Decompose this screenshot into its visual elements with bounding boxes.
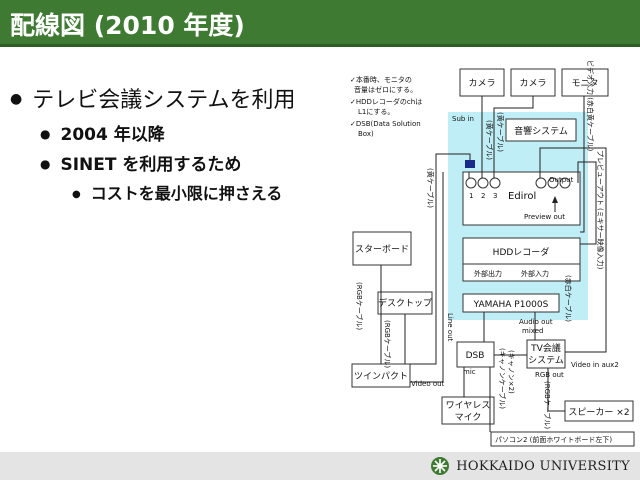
university-logo: HOKKAIDO UNIVERSITY [430,456,630,476]
ch3-label: 3 [493,192,497,200]
slide-title: 配線図 (2010 年度) [10,11,245,40]
desktop-label: デスクトップ [378,297,432,309]
note-line: 音量はゼロにする。 [354,85,417,94]
ext-out-label: 外部出力 [474,269,502,278]
audio-out-label-2: mixed [522,327,543,335]
camera2-box [510,68,556,97]
arrow-head [552,196,558,203]
hdd-recorder-label: HDDレコーダ [493,246,550,258]
rgb-out-label: RGB out [535,371,564,379]
dsb-label: DSB [466,351,485,361]
note-line: Box) [358,130,374,138]
note-line: ✓HDDレコーダのchは [350,97,422,106]
output-circle-3 [559,177,571,189]
output-label: Output [549,176,574,184]
camera2-label: カメラ [519,78,546,89]
wiring-lines [380,96,607,432]
yamaha-box [462,293,560,313]
rgb-cable-bottom-label: (RGBケーブル) [543,381,552,429]
audio-out-label-1: Audio out [519,318,553,326]
starboard-box [352,231,412,266]
pc2-box [490,431,635,447]
ch1-label: 1 [469,192,473,200]
wireless-mic-box [441,396,495,425]
rgb-cable-desk-label: (RGBケーブル) [383,320,392,368]
camera1-label: カメラ [468,78,495,89]
bullet-text: SINET を利用するため [60,155,242,175]
tv-conf-label-2: システム [528,355,564,366]
monitor-box [561,68,609,97]
input-circle-1 [465,177,477,189]
pc2-label: パソコン2 (前面ホワイトボード左下) [495,435,612,444]
notes-block: ✓本番時、モニタの 音量はゼロにする。 ✓HDDレコーダのchは L1にする。 … [350,75,422,138]
preview-out-label: Preview out [524,213,565,221]
sub-in-label: Sub in [452,115,474,123]
bullet-text: コストを最小限に押さえる [90,184,283,203]
audio-system-label: 音響システム [514,125,568,137]
monitor-label: モニタ [571,78,598,89]
bullet-level2: ● 2004 年以降 [40,120,165,145]
video-input-cable-label: ビデオ入力 (赤白黄ケーブル) [586,60,595,152]
video-out-label: Video out [411,380,445,388]
wireless-mic-label-2: マイク [455,412,482,423]
audio-system-box [505,118,577,142]
bullet-text: 2004 年以降 [60,125,165,145]
tv-conf-label-1: TV会議 [530,342,561,354]
mic-label: mic [463,368,476,376]
speaker-label: スピーカー ×2 [568,407,629,418]
ext-in-label: 外部入力 [521,269,549,278]
cable-yellow2-label: (黄ケーブル) [496,112,505,152]
rgb-cable-left-label: (RGBケーブル) [355,282,364,330]
input-circle-2 [477,177,489,189]
footer: HOKKAIDO UNIVERSITY [0,452,640,480]
note-line: ✓DSB(Data Solution [350,120,421,128]
edirol-label: Edirol [508,191,536,202]
university-name: HOKKAIDO UNIVERSITY [456,458,630,474]
bullet-dot-icon: ● [40,157,51,171]
ext-io-box [462,263,581,282]
sub-in-connector [465,160,475,168]
university-emblem-icon [431,457,450,475]
starboard-label: スターボード [355,244,409,255]
video-in-aux2-label: Video in aux2 [571,361,619,369]
preview-out-cable-label: プレビューアウト (ミキサー映像入力) [596,150,605,270]
output-circle-1 [535,177,547,189]
note-line: ✓本番時、モニタの [350,75,412,84]
wireless-mic-label-1: ワイヤレス [446,401,491,411]
ch2-label: 2 [481,192,485,200]
canon-cable2-label: (キャノン×2) [507,350,515,394]
input-circle-3 [489,177,501,189]
cable-yellow-left-label: (黄ケーブル) [426,168,435,208]
bullet-text: テレビ会議システムを利用 [32,88,296,113]
line-out-label: Line out [446,313,454,342]
tv-conf-box [526,339,566,369]
twinpact-label: ツインパクト [354,371,408,382]
bullet-dot-icon: ● [10,91,23,107]
dsb-box [456,341,495,368]
note-line: L1にする。 [358,108,394,116]
bullet-level3: ● コストを最小限に押さえる [72,180,282,204]
bullet-dot-icon: ● [72,189,81,200]
bullet-level2: ● SINET を利用するため [40,150,241,175]
cable-yellow1-label: (黄ケーブル) [485,120,494,160]
output-circle-2 [547,177,559,189]
red-white-cable-label: (赤白ケーブル) [564,275,573,322]
bullet-dot-icon: ● [40,127,51,141]
bullet-level1: ● テレビ会議システムを利用 [10,82,296,114]
yamaha-label: YAMAHA P1000S [473,300,549,310]
canon-cable1-label: (キャノンケーブル) [498,348,507,409]
title-bar: 配線図 (2010 年度) [0,0,640,47]
